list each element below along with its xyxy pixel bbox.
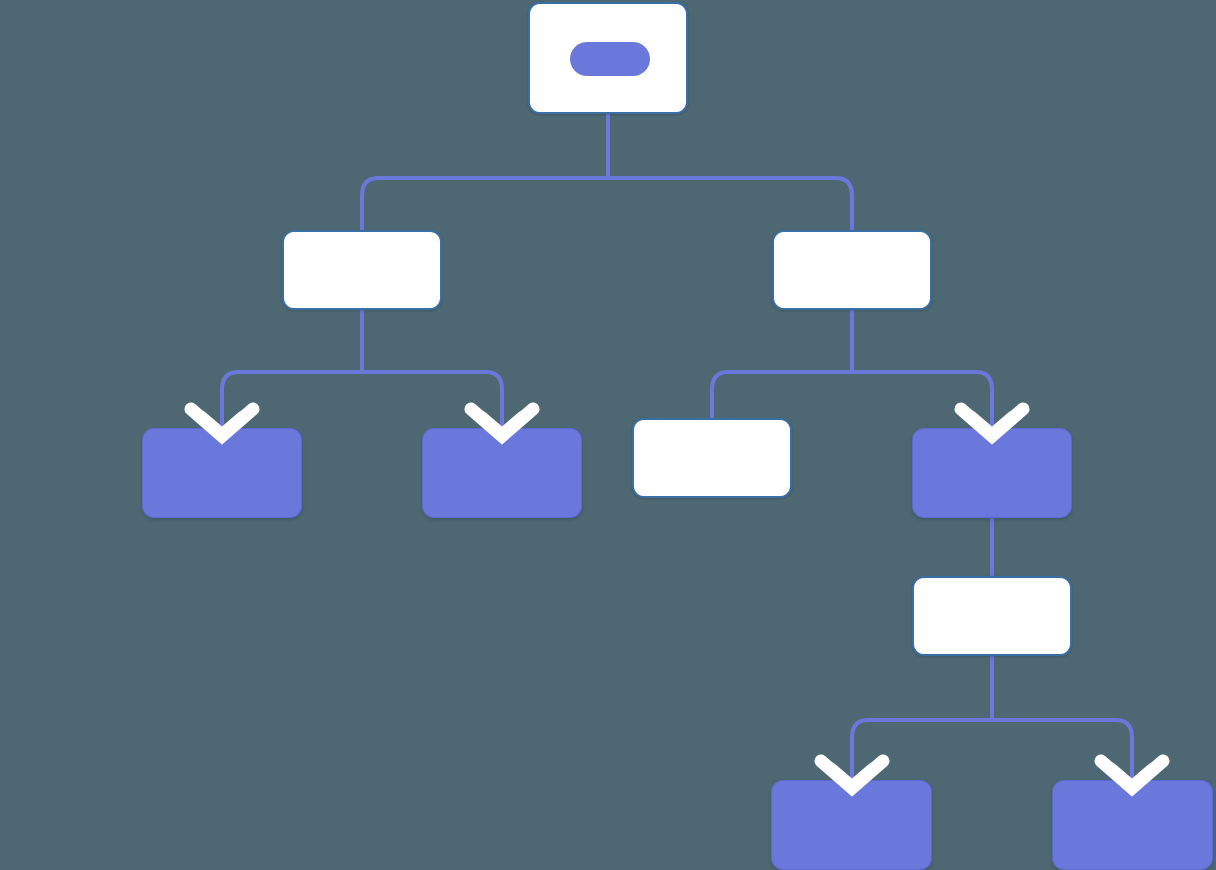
node-l5-b[interactable] [1052,780,1213,870]
node-l2-left[interactable] [282,230,442,310]
node-l3-b[interactable] [422,428,582,518]
node-l3-a[interactable] [142,428,302,518]
node-l3-d[interactable] [912,428,1072,518]
node-l3-c[interactable] [632,418,792,498]
node-l5-a[interactable] [771,780,932,870]
node-l2-right[interactable] [772,230,932,310]
node-root[interactable] [528,2,688,114]
node-root-pill [570,42,650,76]
node-l4-a[interactable] [912,576,1072,656]
